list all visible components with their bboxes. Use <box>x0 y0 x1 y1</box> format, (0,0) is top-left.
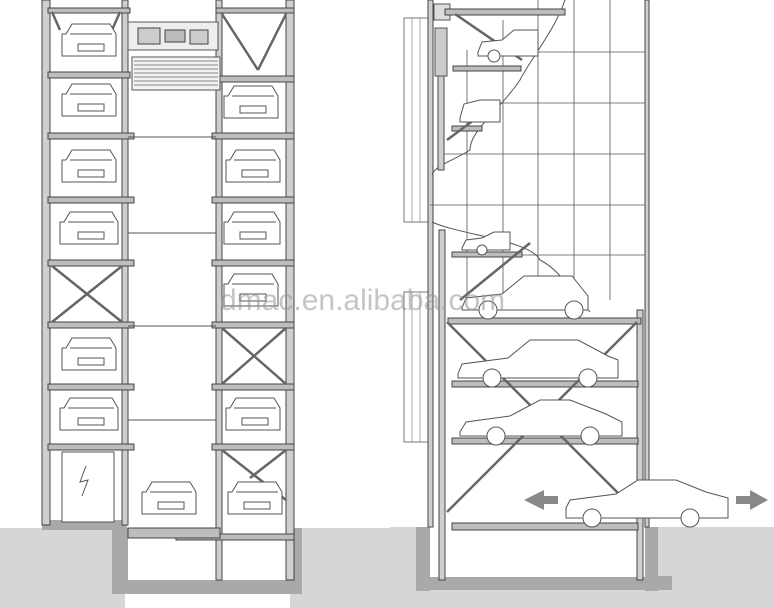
lightning-icon <box>79 465 89 497</box>
pit-floor <box>416 576 672 590</box>
pit-interior <box>430 527 658 577</box>
side-bracing <box>446 12 638 513</box>
watermark: dmac.en.alibaba.com <box>220 284 506 317</box>
arrow-left-icon <box>524 490 558 510</box>
pit-floor <box>112 580 302 594</box>
right-platforms <box>175 7 295 541</box>
side-cars <box>457 29 729 528</box>
ground-left <box>0 528 125 608</box>
column <box>215 0 223 581</box>
center-ties <box>128 136 216 421</box>
side-platforms <box>444 8 642 531</box>
pit-wall-right <box>645 527 658 591</box>
ground-right <box>290 528 390 608</box>
side-section <box>390 0 774 608</box>
pit-wall-left <box>112 528 128 592</box>
pit-wall-left <box>416 527 430 591</box>
facade-panel <box>403 291 429 443</box>
cross-bracing <box>50 11 288 501</box>
electrical-cabinet <box>61 451 115 523</box>
lift-platform <box>127 527 221 539</box>
left-platforms <box>47 7 135 451</box>
column <box>285 0 295 581</box>
facade-panel <box>403 17 429 223</box>
base-slab <box>42 520 127 530</box>
front-elevation <box>0 0 390 608</box>
front-cars <box>59 23 283 515</box>
arrow-right-icon <box>736 490 768 510</box>
lift-machine <box>127 21 221 91</box>
